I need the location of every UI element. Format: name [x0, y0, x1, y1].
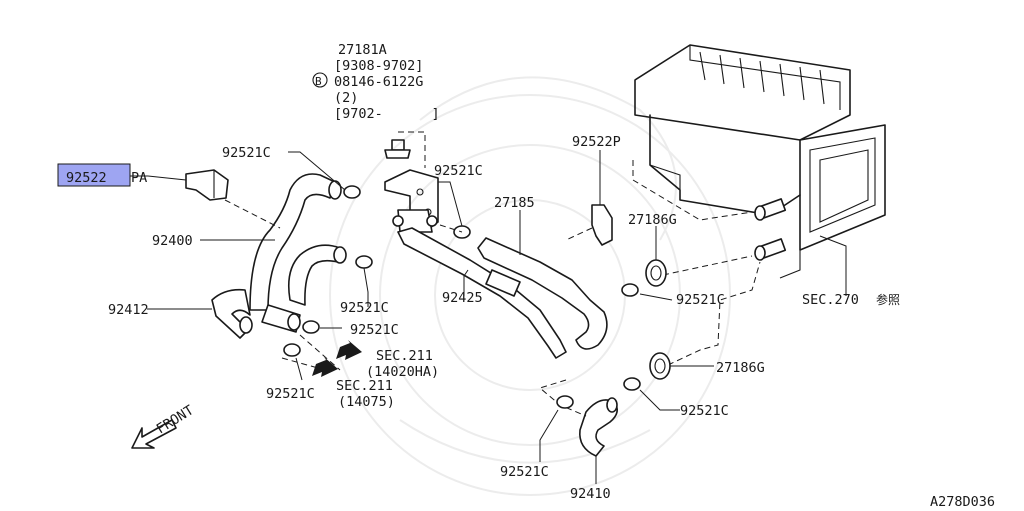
- label-92425: 92425: [442, 290, 483, 306]
- label-92521c-e: 92521C: [266, 386, 315, 402]
- label-27186g-lower: 27186G: [716, 360, 765, 376]
- label-92521c-g: 92521C: [680, 403, 729, 419]
- grommet-27186g-lower[interactable]: [649, 352, 671, 380]
- circled-b-icon: B: [312, 72, 328, 88]
- leader-lines: [130, 150, 847, 484]
- label-92521c-b: 92521C: [434, 163, 483, 179]
- clamp-92522pa[interactable]: [185, 169, 229, 201]
- label-27185: 27185: [494, 195, 535, 211]
- label-27181a: 27181A: [338, 42, 387, 58]
- label-92412: 92412: [108, 302, 149, 318]
- highlight-box-92522pa[interactable]: [57, 163, 131, 187]
- label-92410: 92410: [570, 486, 611, 502]
- label-range-9702: [9702- ]: [334, 106, 440, 122]
- grommet-27186g-upper[interactable]: [645, 259, 667, 287]
- hose-92412[interactable]: [211, 288, 301, 339]
- diagram-id: A278D036: [930, 494, 995, 510]
- label-92400: 92400: [152, 233, 193, 249]
- svg-text:B: B: [315, 75, 322, 88]
- label-92521c-c: 92521C: [340, 300, 389, 316]
- label-sec270-ref: 参照: [876, 292, 900, 307]
- sec211-arrow-14020ha: [336, 340, 362, 360]
- label-27186g-upper: 27186G: [628, 212, 677, 228]
- watermark-emblem: [329, 76, 731, 496]
- label-92521c-f: 92521C: [676, 292, 725, 308]
- label-front: FRONT: [154, 402, 197, 437]
- water-valve-bracket[interactable]: [384, 169, 439, 233]
- clamp-92522p[interactable]: [591, 204, 613, 246]
- label-qty: (2): [334, 90, 358, 106]
- label-92522p: 92522P: [572, 134, 621, 150]
- bolt-27181a[interactable]: [384, 139, 411, 159]
- label-sec211-b: SEC.211: [336, 378, 393, 394]
- label-92521c-h: 92521C: [500, 464, 549, 480]
- label-sec211-b-code: (14075): [338, 394, 395, 410]
- label-sec211-a-code: (14020HA): [366, 364, 439, 380]
- label-92522pa-suffix: PA: [131, 170, 147, 186]
- label-bolt-code: 08146-6122G: [334, 74, 423, 90]
- hose-27185[interactable]: [477, 237, 608, 350]
- hose-92410[interactable]: [579, 397, 618, 457]
- label-92521c-a: 92521C: [222, 145, 271, 161]
- heater-core-pipes[interactable]: [754, 198, 787, 261]
- label-range-9308-9702: [9308-9702]: [334, 58, 423, 74]
- heater-unit[interactable]: [634, 44, 886, 279]
- label-92521c-d: 92521C: [350, 322, 399, 338]
- sec211-arrow-14075: [312, 357, 338, 377]
- label-sec270: SEC.270: [802, 292, 859, 308]
- hose-92425[interactable]: [397, 227, 567, 359]
- label-sec211-a: SEC.211: [376, 348, 433, 364]
- label-92522pa-highlighted[interactable]: 92522: [66, 170, 107, 186]
- front-arrow-icon: [131, 419, 177, 449]
- hose-92400[interactable]: [249, 173, 347, 311]
